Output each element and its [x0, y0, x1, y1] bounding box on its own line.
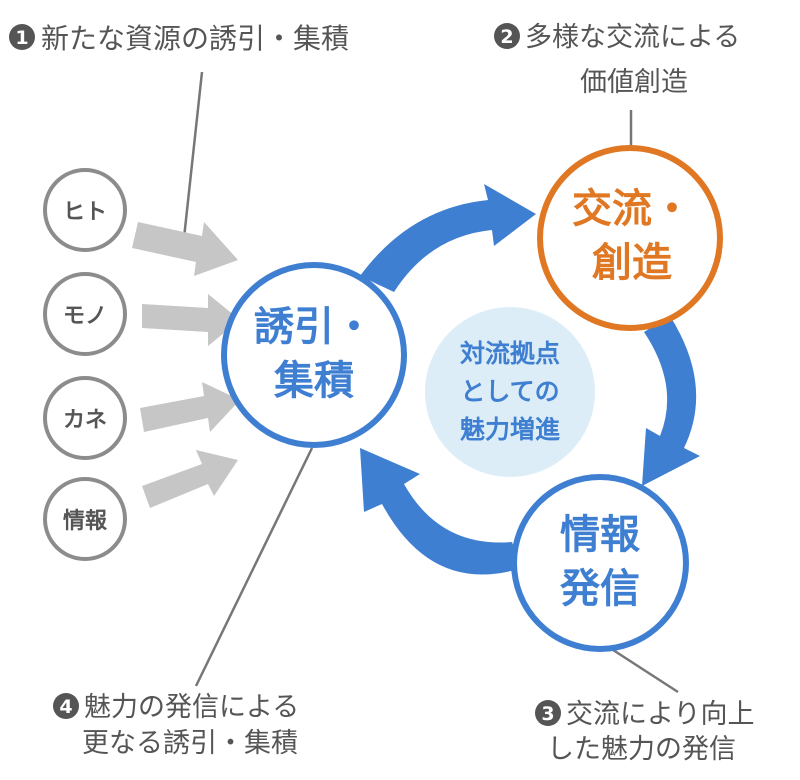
- resource-circle-kane: [43, 376, 127, 460]
- center-text-line2: としての: [460, 377, 559, 406]
- callout-3-text-line1: 交流により向上: [566, 699, 754, 730]
- resource-label-hito: ヒト: [63, 200, 107, 225]
- resource-circle-joho: [43, 477, 127, 561]
- callout-3-text-line2: した魅力の発信: [547, 734, 736, 765]
- node-attract-line2: 集積: [273, 358, 354, 404]
- callout-1-badge: [9, 24, 35, 50]
- callout-1-number: 1: [15, 27, 28, 49]
- node-attract-line1: 誘引・: [254, 304, 374, 350]
- callout-4-text-line2: 更なる誘引・集積: [82, 728, 298, 759]
- node-info-circle: [511, 474, 689, 652]
- resource-circle-hito: [43, 168, 127, 252]
- cycle-arrow-top: [360, 184, 536, 292]
- resource-circle-mono: [43, 272, 127, 356]
- callout-4-number: 4: [59, 696, 72, 718]
- callout-2-text-line1: 多様な交流による: [525, 22, 740, 53]
- callout-3-badge: [535, 700, 561, 726]
- resource-label-kane: カネ: [63, 408, 107, 433]
- node-info-line1: 情報: [560, 512, 640, 558]
- node-exchange-line2: 創造: [592, 240, 672, 286]
- callout-2-badge: [494, 23, 520, 49]
- cycle-arrow-bottom: [360, 448, 522, 575]
- center-text-line3: 魅力増進: [460, 415, 560, 444]
- cycle-arrow-right: [642, 316, 700, 486]
- input-arrow-joho: [142, 450, 238, 508]
- resource-label-mono: モノ: [63, 304, 107, 329]
- input-arrow-mono: [142, 294, 240, 346]
- center-text-line1: 対流拠点: [460, 339, 560, 368]
- input-arrow-hito: [132, 222, 238, 276]
- resource-label-joho: 情報: [63, 508, 108, 534]
- callout-1-text: 新たな資源の誘引・集積: [41, 22, 349, 55]
- center-circle: [425, 307, 595, 477]
- callout-4-text-line1: 魅力の発信による: [84, 692, 299, 723]
- leader-line-1: [182, 71, 204, 239]
- leader-line-3: [609, 646, 679, 694]
- callout-2-number: 2: [500, 26, 513, 48]
- node-exchange-circle: [537, 145, 723, 331]
- leader-line-4: [194, 447, 314, 687]
- input-arrow-kane: [140, 382, 240, 432]
- callout-2-text-line2: 価値創造: [580, 67, 688, 98]
- callout-3-number: 3: [541, 703, 554, 725]
- node-exchange-line1: 交流・: [572, 186, 692, 232]
- node-attract-circle: [221, 262, 407, 448]
- callout-4-badge: [53, 693, 79, 719]
- node-info-line2: 発信: [560, 566, 640, 612]
